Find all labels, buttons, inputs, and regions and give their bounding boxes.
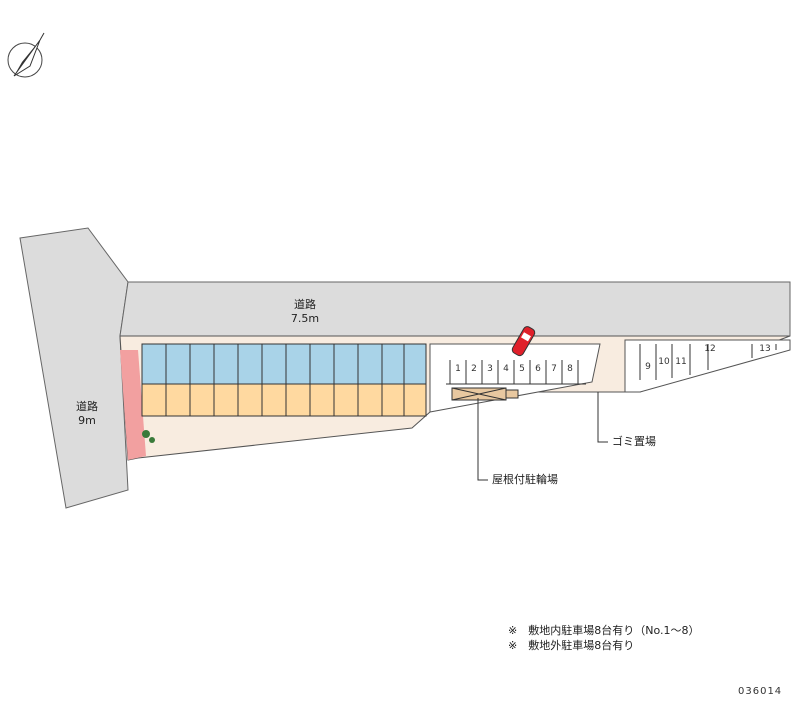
parking-note: ※ 敷地内駐車場8台有り（No.1～8） [508, 624, 700, 637]
parking-slot-number: 12 [704, 344, 716, 354]
parking-slot-number: 11 [675, 357, 687, 367]
apartment-building [141, 343, 427, 417]
main-road [119, 281, 791, 337]
parking-slot-number: 2 [471, 364, 477, 374]
bike-shelter [451, 387, 519, 401]
parking-slot-number: 5 [519, 364, 525, 374]
parking-slot-number: 6 [535, 364, 541, 374]
parking-slot-number: 3 [487, 364, 493, 374]
parking-slot-number: 13 [759, 344, 771, 354]
boundary-strip [120, 350, 146, 460]
map-code: 036014 [738, 686, 783, 697]
side-road [19, 227, 129, 509]
shrub-icon [142, 430, 155, 443]
side-road-width: 9m [78, 414, 96, 427]
parking-note: ※ 敷地外駐車場8台有り [508, 639, 635, 652]
parking-slot-number: 9 [645, 362, 651, 372]
compass-icon [7, 32, 45, 78]
bike-shelter-label: 屋根付駐輪場 [492, 473, 558, 486]
main-road-width: 7.5m [290, 312, 320, 325]
parking-slot-number: 10 [658, 357, 670, 367]
garbage-area-label: ゴミ置場 [612, 435, 656, 448]
parking-slot-number: 8 [567, 364, 573, 374]
parking-slot-number: 7 [551, 364, 557, 374]
car-icon [511, 326, 536, 357]
parking-slot-number: 1 [455, 364, 461, 374]
side-road-name: 道路 [76, 400, 98, 413]
parking-slot-number: 4 [503, 364, 509, 374]
main-road-name: 道路 [294, 298, 316, 311]
